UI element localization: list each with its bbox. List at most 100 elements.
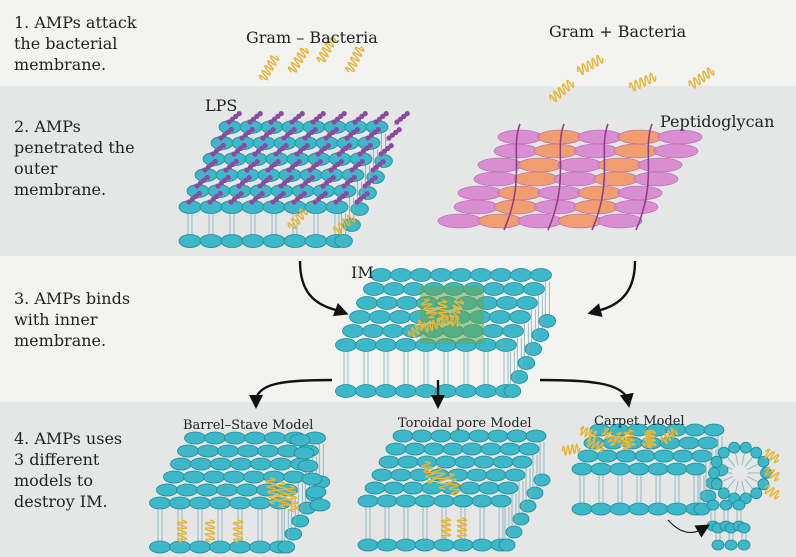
lipid-head [461,442,483,456]
peptidoglycan-unit [437,213,483,229]
lipid-head [229,496,251,510]
lipid-head [577,449,599,463]
gram-positive-label: Gram + Bacteria [549,22,687,41]
lipid-head [737,522,751,534]
lps-sugar [278,111,284,117]
lipid-head [378,455,400,469]
lipid-head [706,499,720,511]
lipid-head [411,429,433,443]
lipid-head [509,310,531,324]
lipid-head [653,449,675,463]
arrow-line [596,260,637,313]
peptidoglycan-unit [573,199,619,215]
lipid-head [357,494,379,508]
lipid-head [471,494,493,508]
lps-sugar [228,127,234,133]
lipid-head [571,502,593,516]
lipid-head [684,423,706,437]
lipid-head [376,494,398,508]
peptidoglycan-unit [453,199,499,215]
lipid-head [442,442,464,456]
amp-helix [764,484,780,500]
lipid-head [284,527,303,541]
lipid-head [229,540,251,554]
lipid-head [342,324,364,338]
lipid-head [628,462,650,476]
lipid-head [719,499,733,511]
peptidoglycan-unit [473,171,519,187]
lps-sugar [304,143,310,149]
micelle-tail [744,479,753,489]
lipid-head [459,481,481,495]
lipid-head [402,481,424,495]
lipid-head [647,462,669,476]
peptidoglycan-unit [533,143,579,159]
lipid-head [149,496,171,510]
amp-helix [333,214,356,235]
lipid-head [516,296,538,310]
step-1-band [0,0,796,86]
arrow-head [431,395,445,409]
lipid-head [480,442,502,456]
lipid-head [678,436,700,450]
lipid-head [496,296,518,310]
lipid-head [471,538,493,552]
step-3-text: 3. AMPs binds with inner membrane. [14,289,131,350]
lipid-head [430,429,452,443]
lipid-head [498,538,516,552]
lipid-head [708,467,720,479]
lps-sugar [241,143,247,149]
lipid-head [305,485,327,499]
lipid-head [264,431,286,445]
amp-helix [176,519,188,543]
lipid-head [710,478,723,491]
lipid-head [389,310,411,324]
lps-sugar [254,159,260,165]
lps-label: LPS [205,96,238,115]
amp-helix [440,517,452,539]
lps-sugar [396,127,402,133]
lipid-head [455,384,477,398]
lipid-head [495,338,517,352]
lipid-head [737,539,751,551]
lipid-head [371,468,393,482]
lps-sugar [299,111,305,117]
lipid-head [237,444,259,458]
peptidoglycan-unit [477,213,523,229]
peptidoglycan-unit [497,129,543,145]
lipid-head [524,342,543,356]
lipid-head [304,234,328,248]
amp-helix [623,429,636,449]
amp-helix [204,519,216,543]
lipid-head [512,512,530,526]
lipid-head [335,384,357,398]
lps-sugar [364,191,370,197]
lipid-head [466,468,488,482]
lipid-head [525,429,547,443]
lipid-head [335,338,357,352]
amp-helix [232,519,244,543]
amp-helix [345,46,365,73]
lipid-head [190,457,212,471]
lipid-head [538,314,557,328]
amp-helix [549,79,575,103]
lipid-head [717,446,730,459]
lipid-head [149,540,171,554]
lipid-head [363,282,385,296]
lps-sugar [249,127,255,133]
arrow-head [333,303,349,317]
lipid-head [249,496,271,510]
lps-sugar [262,143,268,149]
barrel-stave-model [149,431,331,554]
peptidoglycan-label: Peptidoglycan [660,112,775,131]
lipid-head [475,384,497,398]
lipid-head [383,481,405,495]
lipid-head [355,384,377,398]
amp-helix [586,437,605,453]
lipid-head [404,442,426,456]
amp-helix [764,448,780,464]
lipid-head [728,441,741,454]
gram-positive-peptidoglycan [437,123,703,231]
im-label: IM [351,263,374,282]
